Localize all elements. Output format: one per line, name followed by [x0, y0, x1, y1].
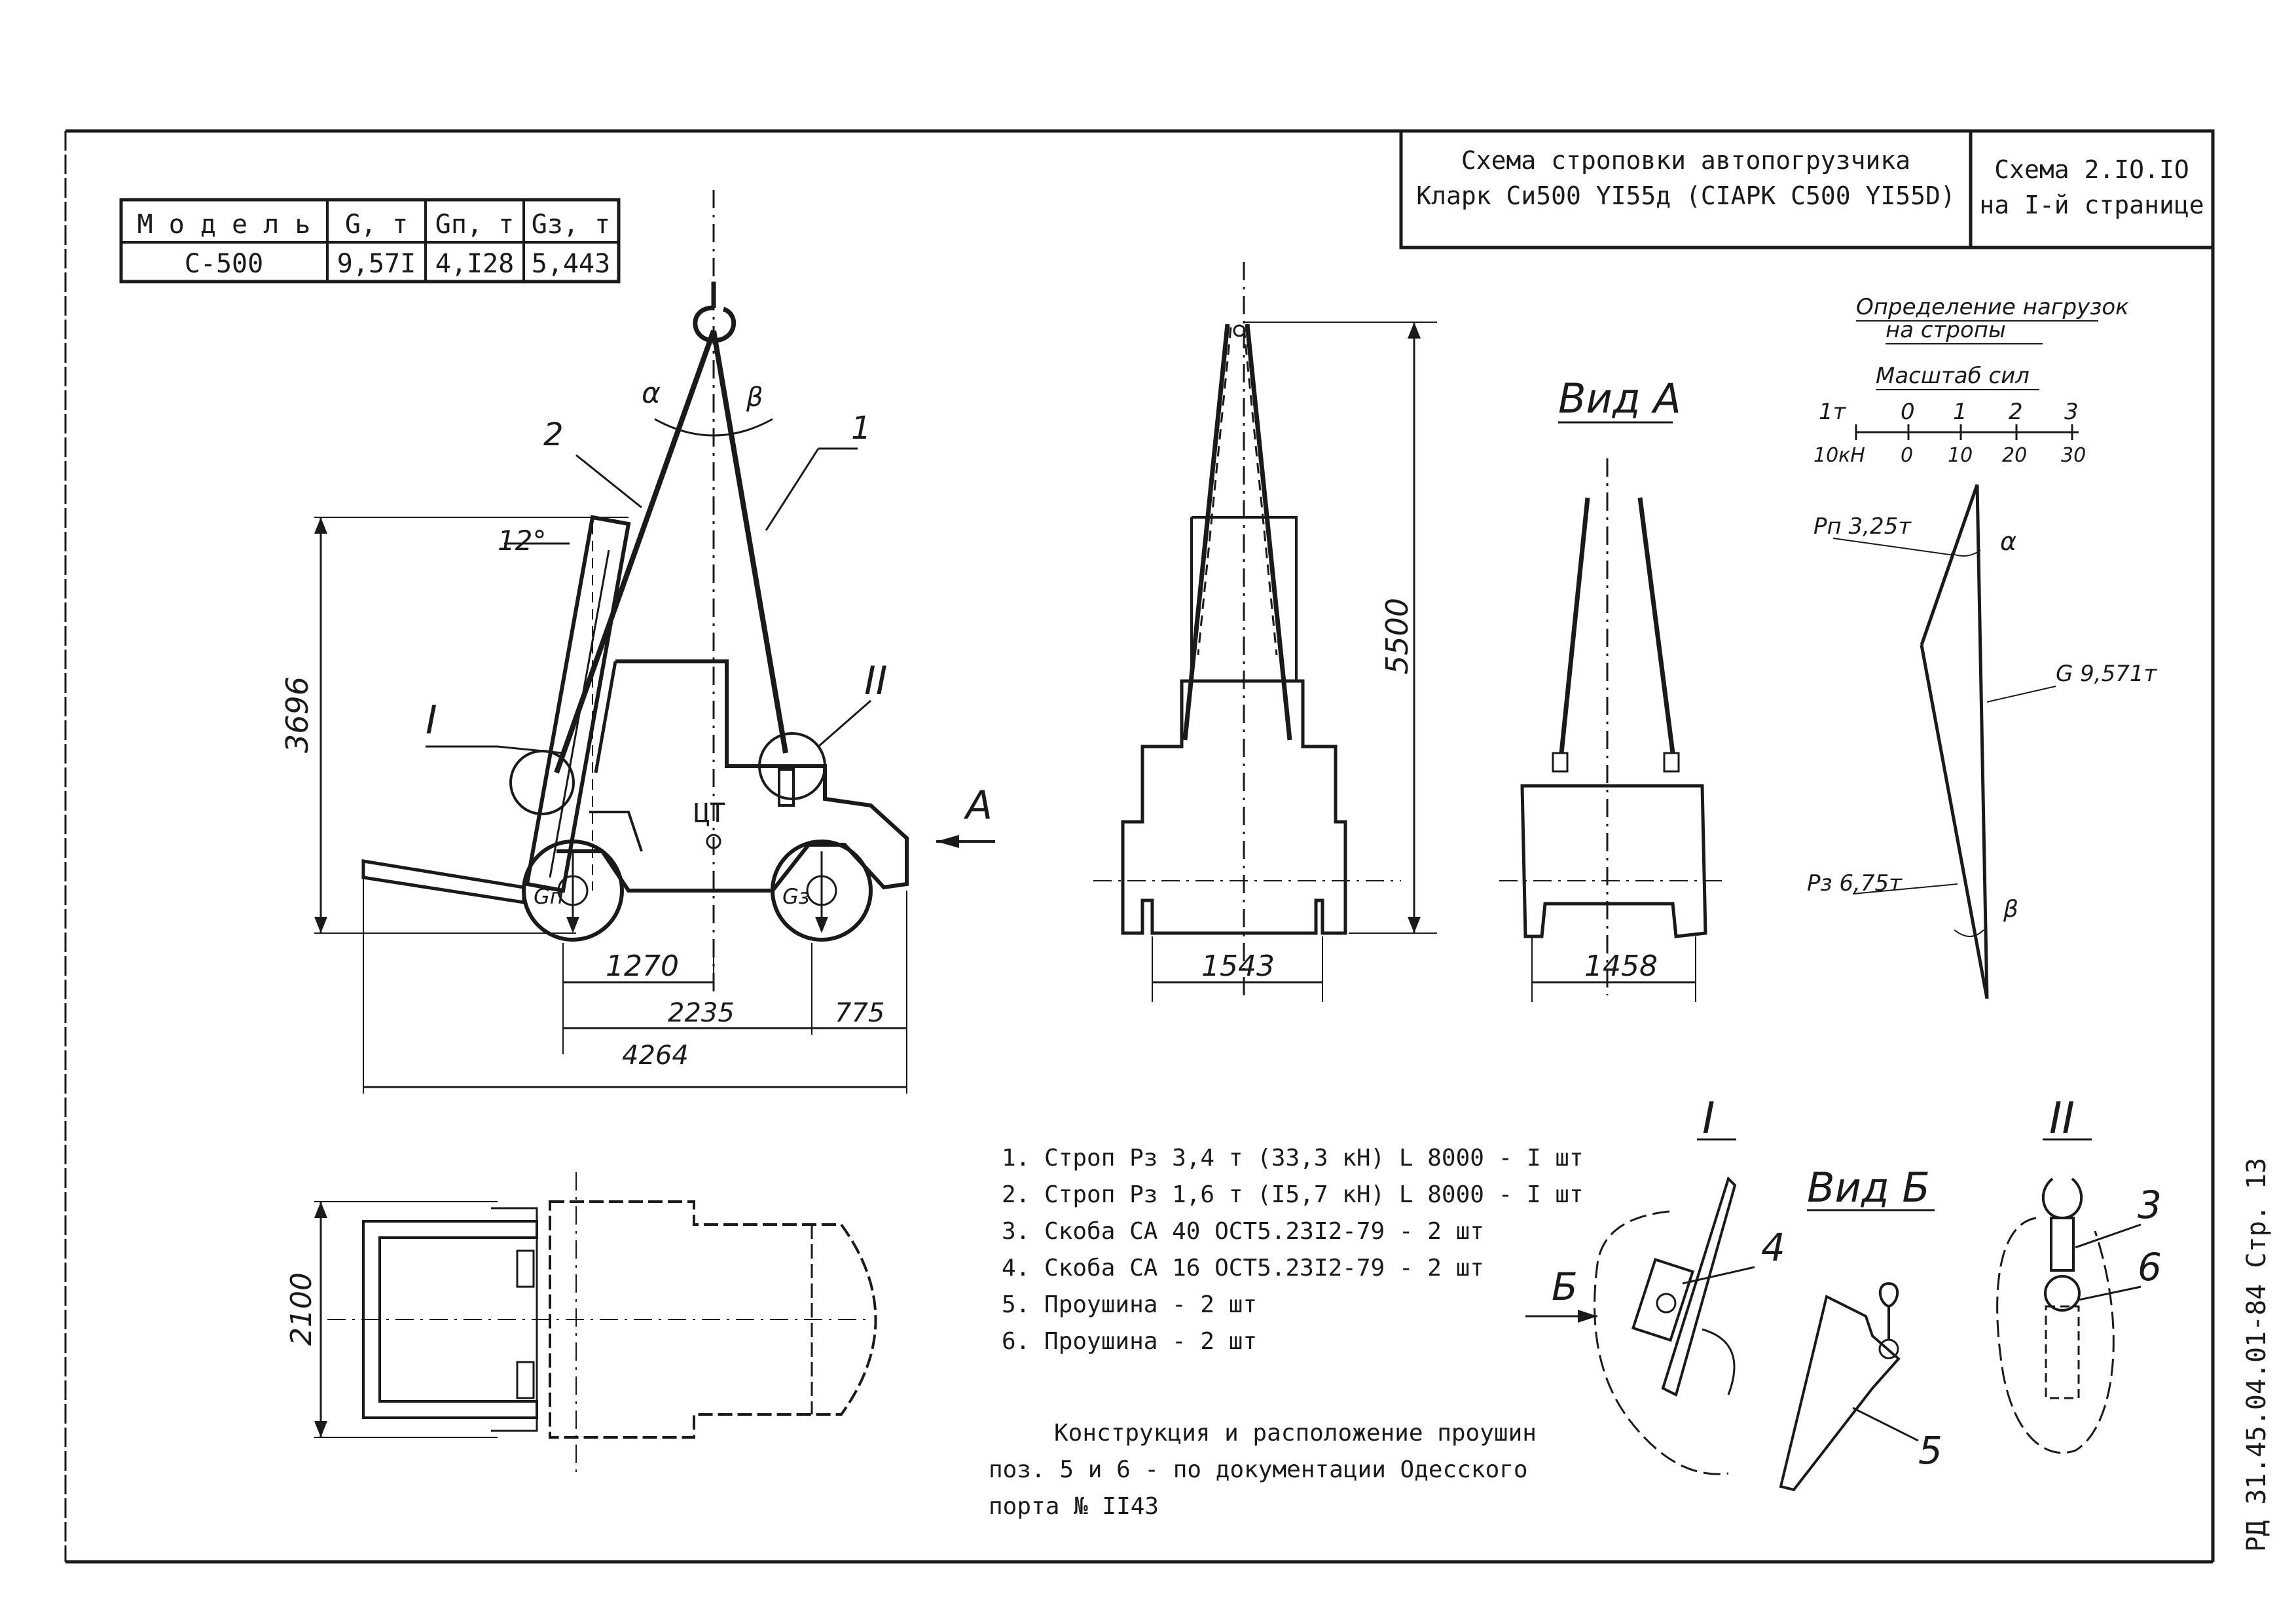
force-pn-vector [1920, 484, 1979, 646]
force-g-vector [1975, 484, 1989, 999]
plan-view: 2100 [285, 1172, 877, 1473]
dim-2235: 2235 [668, 998, 735, 1028]
table-header-model: М о д е л ь [137, 210, 311, 240]
view-b: Вид Б 5 [1779, 1164, 1942, 1492]
scale-bottom-10: 10 [1948, 444, 1973, 467]
scheme-ref-line-2: на I-й странице [1979, 191, 2204, 219]
detail-I-title: I [1702, 1093, 1715, 1143]
force-diagram: Определение нагрузок на стропы Масштаб с… [1807, 294, 2157, 999]
document-code: РД 31.45.04.01-84 Стр. 13 [2242, 1158, 2272, 1552]
spec-item-2: 2. Строп Pз 1,6 т (I5,7 кН) L 8000 - I ш… [1002, 1181, 1584, 1208]
scale-bottom-0: 0 [1901, 444, 1913, 467]
spec-item-5: 5. Проушина - 2 шт [1002, 1291, 1257, 1318]
sling-1 [711, 330, 788, 754]
side-view: α β 1 2 12° I II [280, 190, 995, 1094]
specification-list: 1. Строп Pз 3,4 т (33,3 кН) L 8000 - I ш… [1002, 1145, 1584, 1355]
dim-1270: 1270 [606, 950, 679, 983]
spec-item-1: 1. Строп Pз 3,4 т (33,3 кН) L 8000 - I ш… [1002, 1145, 1584, 1172]
spec-item-3: 3. Скоба СА 40 ОСТ5.23I2-79 - 2 шт [1002, 1218, 1484, 1245]
table-header-gz: Gз, т [532, 210, 610, 240]
sling-2-label: 2 [543, 416, 564, 453]
construction-note: Конструкция и расположение проушин поз. … [989, 1420, 1537, 1520]
scale-top-1: 1 [1953, 399, 1967, 425]
plan-width-dimension: 2100 [285, 1272, 318, 1346]
note-line-1: Конструкция и расположение проушин [1054, 1420, 1537, 1447]
force-beta-label: β [2003, 896, 2018, 923]
detail-II-title: II [2049, 1093, 2075, 1143]
title-block: Схема строповки автопогрузчика Кларк Си5… [1399, 129, 2215, 249]
force-pn-label: Pп 3,25т [1813, 513, 1912, 540]
table-cell-g: 9,57I [337, 249, 416, 279]
tilt-angle-label: 12° [498, 525, 546, 557]
spec-item-6: 6. Проушина - 2 шт [1002, 1328, 1257, 1355]
table-cell-gz: 5,443 [532, 249, 610, 279]
arrow-b-label: Б [1552, 1264, 1578, 1309]
model-table: М о д е л ь G, т Gп, т Gз, т С-500 9,57I… [119, 198, 621, 284]
front-width-dimension: 1543 [1201, 950, 1275, 983]
view-b-title: Вид Б [1807, 1164, 1930, 1211]
height-dimension: 3696 [280, 676, 315, 753]
spec-item-4: 4. Скоба СА 16 ОСТ5.23I2-79 - 2 шт [1002, 1255, 1484, 1282]
title-line-1: Схема строповки автопогрузчика [1461, 146, 1910, 175]
sling-1-label: 1 [851, 410, 871, 447]
center-of-gravity-label: ЦТ [694, 798, 725, 828]
alpha-label: α [642, 377, 661, 410]
scale-bottom-unit: 10кН [1813, 444, 1865, 467]
front-view: 5500 1543 [1093, 262, 1437, 1002]
force-alpha-label: α [2000, 527, 2016, 556]
detail-I-callout: I [426, 697, 437, 743]
lifting-height-dimension: 5500 [1379, 598, 1415, 674]
dim-4264: 4264 [622, 1041, 689, 1071]
scale-top-2: 2 [2009, 399, 2023, 425]
pos-6-label: 6 [2138, 1245, 2162, 1289]
table-header-g: G, т [345, 210, 408, 240]
force-g-label: G 9,571т [2056, 661, 2157, 687]
pos-4-label: 4 [1761, 1225, 1785, 1270]
title-line-2: Кларк Си500 YI55д (СIАРК С500 YI55D) [1416, 181, 1956, 210]
arrow-a-label: А [963, 783, 993, 828]
table-header-gp: Gп, т [435, 210, 514, 240]
view-a-title: Вид А [1558, 375, 1681, 422]
force-pz-vector [1920, 644, 1989, 999]
front-axle-load-label: Gп [534, 884, 564, 909]
force-title-line-1: Определение нагрузок [1856, 294, 2129, 320]
detail-II: II 3 6 [1996, 1093, 2162, 1454]
view-a-width-dimension: 1458 [1584, 950, 1658, 983]
detail-I: I 4 Б [1525, 1093, 1785, 1475]
note-line-3: порта № II43 [989, 1493, 1159, 1520]
view-a-arrow [936, 835, 995, 848]
detail-II-callout: II [864, 658, 887, 704]
pos-5-label: 5 [1918, 1428, 1942, 1473]
view-a: Вид А 1458 [1499, 375, 1728, 1002]
note-line-2: поз. 5 и 6 - по документации Одесского [989, 1456, 1528, 1483]
scale-bottom-30: 30 [2061, 444, 2086, 467]
force-pz-label: Pз 6,75т [1807, 870, 1903, 896]
scale-top-0: 0 [1901, 399, 1915, 425]
table-cell-model: С-500 [185, 249, 263, 279]
force-scale-title: Масштаб сил [1876, 363, 2030, 389]
scheme-ref-line-1: Схема 2.IO.IO [1994, 155, 2189, 184]
scale-top-unit: 1т [1819, 399, 1847, 425]
scale-top-3: 3 [2064, 399, 2079, 425]
beta-label: β [746, 382, 763, 413]
document-side-stamp: РД 31.45.04.01-84 Стр. 13 [2242, 1158, 2272, 1552]
scale-bottom-20: 20 [2002, 444, 2027, 467]
table-cell-gp: 4,I28 [435, 249, 514, 279]
pos-3-label: 3 [2138, 1183, 2162, 1227]
rear-axle-load-label: Gз [782, 884, 810, 909]
dim-775: 775 [835, 998, 884, 1028]
